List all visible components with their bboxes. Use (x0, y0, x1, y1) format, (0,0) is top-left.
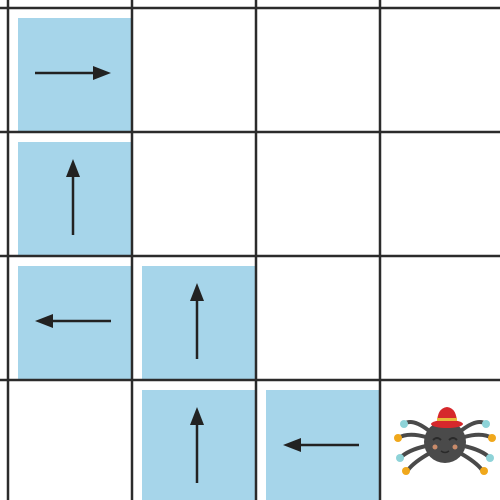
red-hat-icon (431, 407, 463, 428)
spider-icon (394, 407, 496, 475)
path-cell (18, 142, 132, 256)
path-cell (142, 390, 256, 500)
path-cell (18, 18, 132, 132)
path-layer (18, 18, 380, 500)
path-cell (18, 266, 132, 380)
path-cell (142, 266, 256, 380)
